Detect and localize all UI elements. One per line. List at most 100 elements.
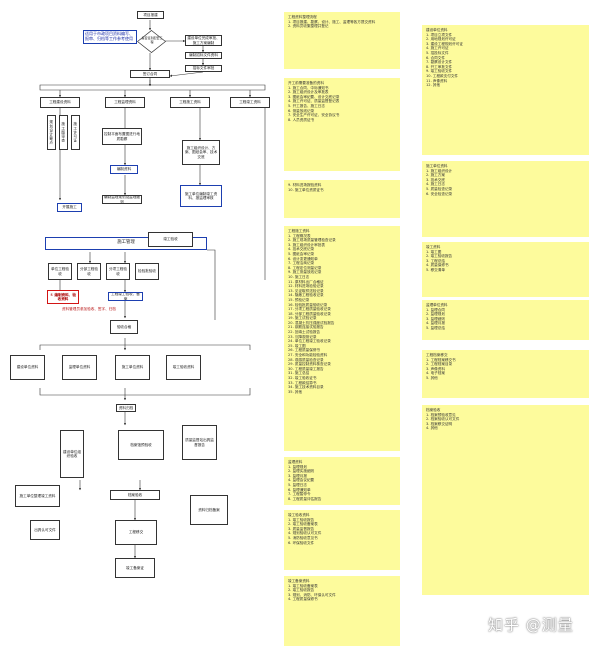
sticky-line: 31. 施工总结 bbox=[288, 371, 310, 376]
sticky-line: 8. 人员资质证书 bbox=[288, 117, 315, 122]
node-decision: 是否签到配套工程 bbox=[141, 36, 163, 44]
sticky-line: 8. 开工审批文件 bbox=[426, 64, 453, 69]
sticky-line: 11. 原材料出厂合格证 bbox=[288, 279, 324, 284]
sticky-title: 竣工资料 bbox=[426, 245, 441, 249]
sticky-line: 1. 监理规划 bbox=[288, 464, 307, 469]
sticky-line: 10. 工程款支付文件 bbox=[426, 73, 459, 78]
node-r3: 招标文件审批 bbox=[185, 65, 222, 72]
sticky-line: 13. 见证取样送检记录 bbox=[288, 288, 324, 293]
sticky-line: 4. 施工许可证、质量监督登记表 bbox=[288, 99, 340, 104]
sticky-line: 12. 其他 bbox=[426, 83, 441, 88]
sticky-line: 2. 资料员收集整理并登记 bbox=[288, 24, 329, 29]
sticky-line: 3. 图纸会审纪要、设计交底记录 bbox=[288, 94, 340, 99]
sticky-line: 26. 工程质量保修书 bbox=[288, 348, 321, 353]
node-blue-mid: 编制资料 bbox=[110, 165, 138, 174]
watermark: 知乎 @测量 bbox=[488, 616, 574, 634]
sticky-line: 35. 其他 bbox=[288, 389, 303, 394]
node-final: 工程移交 bbox=[115, 520, 157, 545]
sticky-line: 1. 竣工图 bbox=[426, 249, 442, 254]
sticky-note-1: 工程资料整理流程 1. 项目报建、勘察、设计、施工、监理等各方提交资料 2. 资… bbox=[284, 12, 400, 69]
sticky-line: 4. 施工许可证 bbox=[426, 46, 449, 51]
sticky-line: 4. 质量保修书 bbox=[426, 263, 449, 268]
sticky-line: 2. 监理实施细则 bbox=[288, 469, 315, 474]
sticky-note-10: 竣工资料 1. 竣工图 2. 竣工验收报告 3. 工程总结 4. 质量保修书 5… bbox=[422, 242, 589, 297]
node-col-2: 工程监理资料 bbox=[105, 97, 145, 108]
sticky-line: 18. 分部工程质量验收记录 bbox=[288, 311, 331, 316]
sticky-line: 4. 规划验收认可文件 bbox=[288, 531, 322, 536]
sticky-line: 17. 分项工程质量验收记录 bbox=[288, 307, 331, 312]
node-t5: 竣工验收 bbox=[148, 232, 193, 247]
node-f3: 出具认可文件 bbox=[30, 520, 60, 540]
sticky-line: 3. 技术交底 bbox=[426, 177, 445, 182]
sticky-line: 2. 档案验收认可文件 bbox=[426, 417, 460, 422]
sticky-line: 2. 施工方案 bbox=[426, 173, 445, 178]
sticky-line: 3. 监理细则 bbox=[426, 316, 445, 321]
node-col-1: 工程建设资料 bbox=[40, 97, 80, 108]
sticky-line: 4. 其他 bbox=[426, 426, 438, 431]
sticky-line: 16. 检验批质量验收记录 bbox=[288, 302, 328, 307]
sticky-line: 5. 消防验收意见书 bbox=[288, 535, 318, 540]
sticky-line: 7. 工程暂停令 bbox=[288, 492, 311, 497]
sticky-line: 1. 监理合同 bbox=[426, 307, 445, 312]
node-t3: 分项工程验收 bbox=[106, 263, 130, 280]
sticky-title: 施工单位资料 bbox=[426, 164, 448, 168]
sticky-line: 7. 安全生产许可证、安全协议书 bbox=[288, 113, 340, 118]
sticky-line: 28. 观感质量检查记录 bbox=[288, 357, 324, 362]
sticky-line: 5. 监理日志 bbox=[288, 482, 307, 487]
sticky-title: 监理资料 bbox=[288, 460, 303, 464]
sticky-note-2: 开工前需要准备的资料 1. 施工合同、中标通知书 2. 施工组织设计及审批表 3… bbox=[284, 78, 400, 171]
sticky-line: 3. 工程总结 bbox=[426, 258, 445, 263]
sticky-title: 档案验收 bbox=[426, 408, 441, 412]
node-f2: 档案验收 bbox=[110, 490, 160, 500]
sticky-line: 5. 移交清单 bbox=[426, 267, 445, 272]
node-d3: 施工单位资料 bbox=[115, 355, 150, 380]
sticky-line: 2. 施工现场质量管理检查记录 bbox=[288, 238, 336, 243]
sticky-line: 15. 预检记录 bbox=[288, 297, 310, 302]
node-s1: 控制平面布置图进行地质勘察 bbox=[102, 128, 142, 145]
node-blue-acceptance: 工程竣工验收、备案 bbox=[108, 292, 143, 301]
node-vert-2: 施工图审查 bbox=[59, 115, 68, 150]
decision-diamond bbox=[137, 30, 166, 53]
sticky-line: 9. 材料进场报验资料 bbox=[288, 183, 322, 187]
node-right-a: 施工组织设计、方案、图纸会审、技术交底 bbox=[182, 140, 220, 165]
sticky-line: 8. 工程质量评估报告 bbox=[288, 496, 322, 501]
sticky-line: 9. 竣工验收文件 bbox=[426, 69, 453, 74]
sticky-note-9: 施工单位资料 1. 施工组织设计 2. 施工方案 3. 技术交底 4. 施工日志… bbox=[422, 161, 589, 237]
sticky-line: 2. 竣工验收报告 bbox=[288, 588, 315, 593]
sticky-line: 9. 施工测量放线记录 bbox=[288, 270, 322, 275]
sticky-line: 27. 安全和功能检验资料 bbox=[288, 353, 328, 358]
node-r2: 编制招标文件资料 bbox=[185, 52, 222, 59]
sticky-line: 3. 建设工程规划许可证 bbox=[426, 41, 463, 46]
sticky-line: 12. 材料进场检验记录 bbox=[288, 284, 324, 289]
sticky-line: 6. 环保验收文件 bbox=[288, 540, 315, 545]
sticky-line: 19. 施工试验记录 bbox=[288, 316, 317, 321]
callout-note-blue: 适用于市政项目资料编写、报审、归档等工作参考使用 bbox=[83, 30, 137, 44]
node-right-mid: 质量监督站出具监督报告 bbox=[182, 425, 217, 460]
sticky-line: 2. 用地规划许可证 bbox=[426, 37, 456, 42]
sticky-line: 1. 工程档案移交书 bbox=[426, 357, 456, 362]
sticky-line: 7. 工程洽商记录 bbox=[288, 261, 315, 266]
sticky-line: 6. 监理通知单 bbox=[288, 487, 311, 492]
sticky-line: 10. 施工日志 bbox=[288, 274, 310, 279]
node-t4: 检验批验收 bbox=[135, 263, 159, 280]
sticky-line: 4. 电子档案 bbox=[426, 371, 445, 376]
sticky-line: 1. 工程概况表 bbox=[288, 233, 311, 238]
sticky-line: 4. 施工日志 bbox=[426, 182, 445, 187]
sticky-note-3: 9. 材料进场报验资料 10. 施工单位资质证书 bbox=[284, 180, 400, 218]
sticky-line: 4. 工程质量保修书 bbox=[288, 597, 318, 602]
sticky-line: 7. 勘察设计文件 bbox=[426, 60, 453, 65]
sticky-line: 5. 图纸会审记录 bbox=[288, 251, 315, 256]
node-red-highlight: ① 编制资料、验收资料 bbox=[47, 290, 79, 304]
node-cert: 竣工备案证 bbox=[115, 558, 155, 578]
sticky-line: 2. 施工组织设计及审批表 bbox=[288, 90, 329, 95]
sticky-title: 工程档案移交 bbox=[426, 353, 448, 357]
sticky-line: 2. 工程档案目录 bbox=[426, 362, 453, 367]
sticky-line: 3. 监理月报 bbox=[288, 473, 307, 478]
node-col-3: 工程施工资料 bbox=[170, 97, 210, 108]
sticky-title: 开工前需要准备的资料 bbox=[288, 81, 324, 85]
sticky-line: 1. 项目报建、勘察、设计、施工、监理等各方提交资料 bbox=[288, 19, 376, 24]
sticky-line: 1. 施工组织设计 bbox=[426, 168, 453, 173]
sticky-line: 3. 施工组织设计审批表 bbox=[288, 242, 325, 247]
sticky-line: 11. 声像资料 bbox=[426, 78, 448, 83]
